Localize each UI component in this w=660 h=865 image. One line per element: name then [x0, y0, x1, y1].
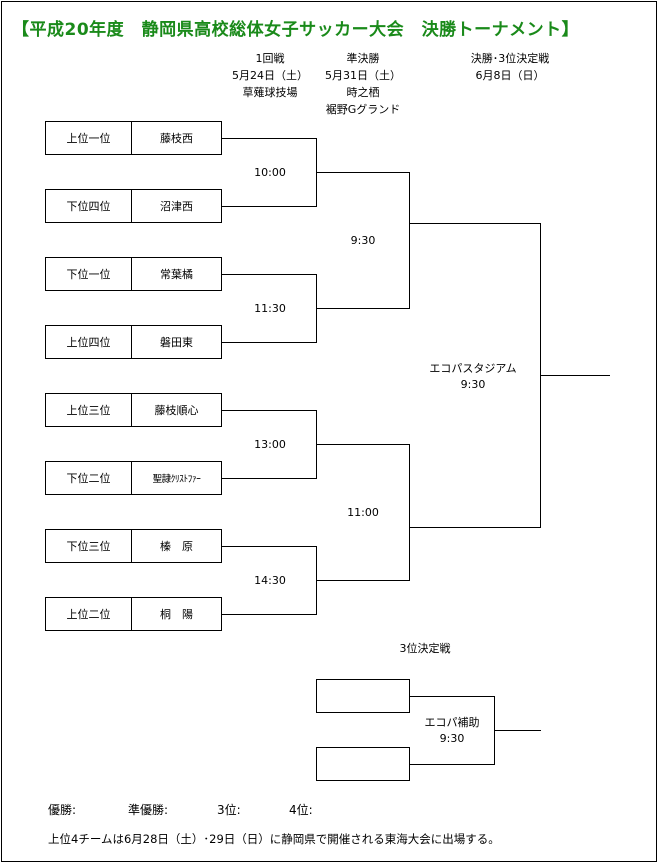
team-seed: 上位一位 [46, 122, 132, 154]
team-seed: 下位四位 [46, 190, 132, 222]
team-box: 下位四位 沼津西 [45, 189, 222, 223]
result-runner-up: 準優勝: [128, 803, 169, 817]
team-box: 下位二位 聖隷ｸﾘｽﾄﾌｧｰ [45, 461, 222, 495]
note: 上位4チームは6月28日（土）･29日（日）に静岡県で開催される東海大会に出場す… [48, 832, 500, 846]
team-seed: 下位三位 [46, 530, 132, 562]
team-box: 下位三位 榛 原 [45, 529, 222, 563]
result-third: 3位: [217, 803, 241, 817]
match-time: 11:00 [347, 506, 379, 519]
team-box: 上位一位 藤枝西 [45, 121, 222, 155]
team-box: 上位二位 桐 陽 [45, 597, 222, 631]
page-title: 【平成20年度 静岡県高校総体女子サッカー大会 決勝トーナメント】 [12, 20, 580, 40]
semifinal-date: 5月31日（土） [325, 69, 401, 82]
round1-venue: 草薙球技場 [242, 86, 298, 99]
final-label: 決勝･3位決定戦 [470, 52, 550, 65]
third-place-time: 9:30 [439, 732, 465, 745]
team-name: 磐田東 [160, 336, 193, 349]
round1-header: 1回戦 5月24日（土） 草薙球技場 [225, 50, 315, 101]
match-time: 9:30 [350, 234, 376, 247]
third-place-title: 3位決定戦 [399, 642, 451, 655]
team-seed: 下位一位 [46, 258, 132, 290]
bracket-line [316, 172, 410, 309]
team-seed: 上位四位 [46, 326, 132, 358]
team-name: 沼津西 [160, 200, 193, 213]
team-seed: 上位三位 [46, 394, 132, 426]
round1-label: 1回戦 [255, 52, 285, 65]
match-time: 10:00 [254, 166, 286, 179]
team-box: 下位一位 常葉橘 [45, 257, 222, 291]
round1-date: 5月24日（土） [232, 69, 308, 82]
third-place-venue: エコパ補助 [424, 716, 480, 729]
semifinal-venue-1: 時之栖 [346, 86, 380, 99]
semifinal-label: 準決勝 [346, 52, 380, 65]
final-venue: エコパスタジアム [429, 362, 517, 375]
team-seed: 下位二位 [46, 462, 132, 494]
result-fourth: 4位: [289, 803, 313, 817]
final-date: 6月8日（日） [475, 69, 545, 82]
final-time: 9:30 [460, 378, 486, 391]
team-name: 藤枝西 [160, 132, 193, 145]
bracket-line [316, 444, 410, 581]
match-time: 14:30 [254, 574, 286, 587]
team-name: 藤枝順心 [154, 404, 199, 417]
match-time: 13:00 [254, 438, 286, 451]
semifinal-venue-2: 裾野Gグランド [325, 103, 401, 116]
team-name: 桐 陽 [160, 608, 193, 621]
semifinal-header: 準決勝 5月31日（土） 時之栖 裾野Gグランド [318, 50, 408, 118]
team-name: 榛 原 [160, 540, 193, 553]
team-seed: 上位二位 [46, 598, 132, 630]
result-winner: 優勝: [48, 803, 77, 817]
team-name: 常葉橘 [160, 268, 193, 281]
team-name: 聖隷ｸﾘｽﾄﾌｧｰ [152, 474, 201, 485]
third-place-slot [316, 679, 410, 713]
match-time: 11:30 [254, 302, 286, 315]
third-place-slot [316, 747, 410, 781]
team-box: 上位四位 磐田東 [45, 325, 222, 359]
final-header: 決勝･3位決定戦 6月8日（日） [445, 50, 575, 84]
team-box: 上位三位 藤枝順心 [45, 393, 222, 427]
